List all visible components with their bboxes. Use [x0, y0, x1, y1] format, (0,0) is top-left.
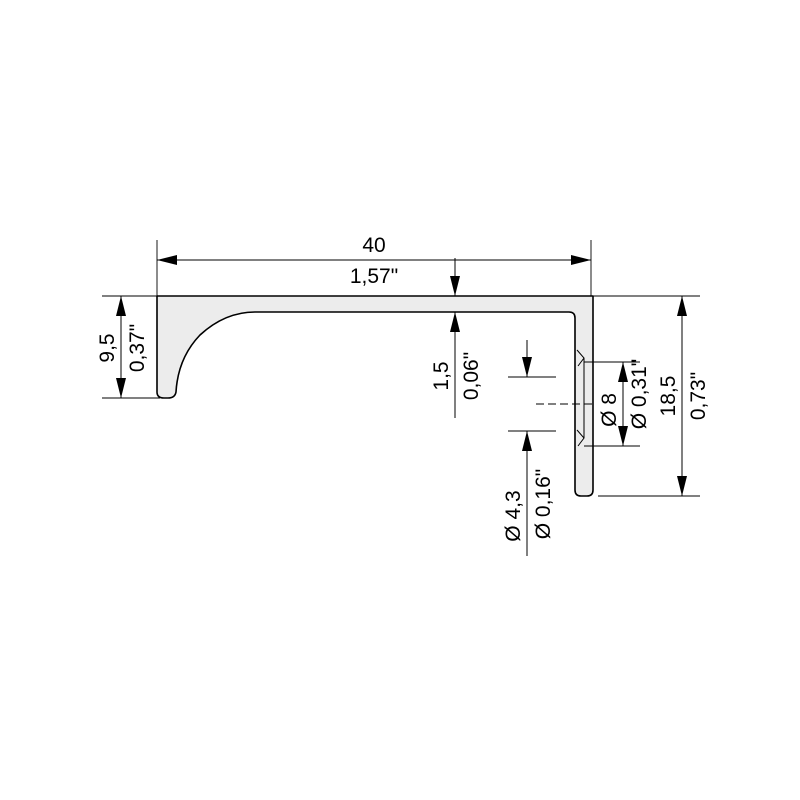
width-in-label: 1,57" [350, 265, 398, 288]
width-arrow-left [157, 255, 177, 265]
hole-large-mm-label: Ø 8 [598, 393, 621, 427]
hole-small-in-label: Ø 0,16" [532, 469, 555, 540]
total-height-in-label: 0,73" [687, 372, 710, 420]
left-height-arrow-bottom [116, 378, 126, 398]
left-height-mm-label: 9,5 [96, 333, 119, 362]
hole-large-arrow-top [618, 362, 628, 382]
thickness-mm-label: 1,5 [430, 361, 453, 390]
hole-small-arrow-top [522, 357, 532, 377]
total-height-mm-label: 18,5 [657, 376, 680, 417]
left-height-arrow-top [116, 296, 126, 316]
width-mm-label: 40 [362, 234, 385, 257]
hole-large-arrow-bottom [618, 426, 628, 446]
thickness-in-label: 0,06" [460, 352, 483, 400]
hole-small-arrow-bottom [522, 431, 532, 451]
left-height-in-label: 0,37" [126, 324, 149, 372]
thickness-arrow-bottom [450, 312, 460, 332]
countersink-hint [576, 349, 585, 447]
thickness-arrow-top [450, 276, 460, 296]
hole-large-in-label: Ø 0,31" [628, 359, 651, 430]
total-height-arrow-bottom [677, 476, 687, 496]
profile-cross-section [156, 295, 594, 497]
total-height-arrow-top [677, 296, 687, 316]
hole-small-mm-label: Ø 4,3 [502, 490, 525, 541]
width-arrow-right [571, 255, 591, 265]
